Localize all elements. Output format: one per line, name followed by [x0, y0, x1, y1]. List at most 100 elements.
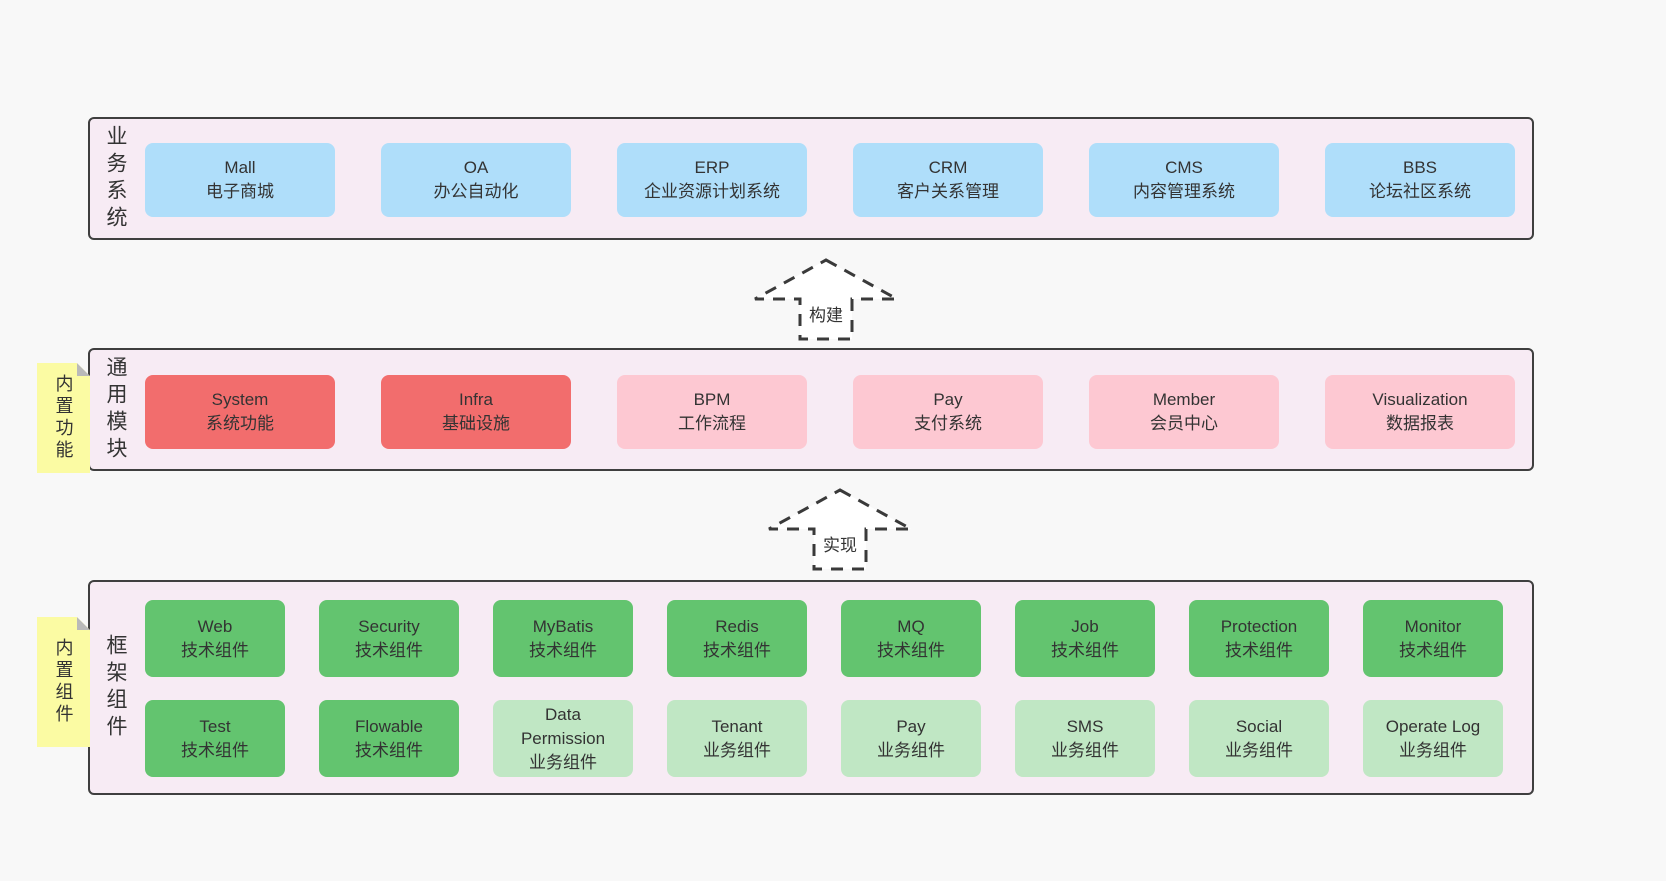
- box-subtitle: 办公自动化: [433, 182, 519, 201]
- arrow-up-icon: [768, 488, 912, 571]
- box-operate-log: Operate Log 业务组件: [1363, 700, 1503, 777]
- box-title: Job: [1071, 616, 1099, 636]
- box-subtitle: 系统功能: [206, 414, 274, 433]
- box-title: Security: [358, 616, 420, 636]
- box-subtitle: 技术组件: [181, 640, 249, 660]
- box-bbs: BBS 论坛社区系统: [1325, 143, 1515, 217]
- box-tenant: Tenant 业务组件: [667, 700, 807, 777]
- business-systems-row: Mall 电子商城 OA 办公自动化 ERP 企业资源计划系统 CRM 客户关系…: [145, 143, 1515, 217]
- box-title: Web: [197, 616, 233, 636]
- box-subtitle: 技术组件: [703, 640, 771, 660]
- box-bpm: BPM 工作流程: [617, 375, 807, 449]
- note-built-in-features: 内置功能: [37, 363, 90, 473]
- box-subtitle: 支付系统: [914, 414, 982, 433]
- box-subtitle: 电子商城: [206, 182, 274, 201]
- box-title: Operate Log: [1385, 716, 1481, 736]
- band-common-modules: 通用模块 System 系统功能 Infra 基础设施 BPM 工作流程 Pay…: [88, 348, 1534, 471]
- box-title: SMS: [1066, 716, 1104, 736]
- box-mq: MQ 技术组件: [841, 600, 981, 677]
- box-title: MQ: [897, 616, 925, 636]
- box-title: CMS: [1165, 158, 1203, 177]
- box-flowable: Flowable 技术组件: [319, 700, 459, 777]
- box-subtitle: 基础设施: [442, 414, 510, 433]
- box-pay-business: Pay 业务组件: [841, 700, 981, 777]
- note-built-in-components: 内置组件: [37, 617, 90, 747]
- box-system: System 系统功能: [145, 375, 335, 449]
- box-sms: SMS 业务组件: [1015, 700, 1155, 777]
- box-visualization: Visualization 数据报表: [1325, 375, 1515, 449]
- box-subtitle: 技术组件: [181, 740, 249, 760]
- box-subtitle: 内容管理系统: [1133, 182, 1235, 201]
- box-title: System: [211, 390, 269, 409]
- box-subtitle: 业务组件: [703, 740, 771, 760]
- box-subtitle: 企业资源计划系统: [644, 182, 780, 201]
- arrow-implement-label: 实现: [820, 531, 860, 556]
- box-subtitle: 论坛社区系统: [1369, 182, 1471, 201]
- box-title: Visualization: [1372, 390, 1468, 409]
- note-built-in-features-text: 内置功能: [53, 374, 74, 462]
- box-subtitle: 工作流程: [678, 414, 746, 433]
- box-subtitle: 业务组件: [529, 752, 597, 772]
- box-data-permission: Data Permission 业务组件: [493, 700, 633, 777]
- box-test: Test 技术组件: [145, 700, 285, 777]
- box-security: Security 技术组件: [319, 600, 459, 677]
- box-subtitle: 业务组件: [877, 740, 945, 760]
- box-subtitle: 技术组件: [529, 640, 597, 660]
- box-web: Web 技术组件: [145, 600, 285, 677]
- box-pay: Pay 支付系统: [853, 375, 1043, 449]
- box-subtitle: 技术组件: [1051, 640, 1119, 660]
- arrow-up-icon: [754, 258, 898, 341]
- box-subtitle: 技术组件: [1399, 640, 1467, 660]
- box-title: OA: [463, 158, 489, 177]
- box-subtitle: 业务组件: [1051, 740, 1119, 760]
- note-built-in-components-text: 内置组件: [53, 638, 74, 726]
- box-cms: CMS 内容管理系统: [1089, 143, 1279, 217]
- box-title: Test: [199, 716, 231, 736]
- box-title: Mall: [224, 158, 256, 177]
- box-social: Social 业务组件: [1189, 700, 1329, 777]
- box-job: Job 技术组件: [1015, 600, 1155, 677]
- band-business-systems-label: 业务系统: [104, 124, 127, 233]
- box-protection: Protection 技术组件: [1189, 600, 1329, 677]
- box-title: Flowable: [354, 716, 424, 736]
- box-subtitle: 业务组件: [1399, 740, 1467, 760]
- box-member: Member 会员中心: [1089, 375, 1279, 449]
- box-subtitle: 技术组件: [355, 740, 423, 760]
- box-subtitle: 数据报表: [1386, 414, 1454, 433]
- box-redis: Redis 技术组件: [667, 600, 807, 677]
- box-title: CRM: [928, 158, 968, 177]
- framework-components-row-1: Web 技术组件 Security 技术组件 MyBatis 技术组件 Redi…: [145, 600, 1503, 677]
- box-title: Pay: [933, 390, 963, 409]
- box-title: Tenant: [711, 716, 763, 736]
- box-subtitle: 业务组件: [1225, 740, 1293, 760]
- box-title: BPM: [693, 390, 731, 409]
- band-common-modules-label: 通用模块: [104, 355, 127, 464]
- box-subtitle: 客户关系管理: [897, 182, 999, 201]
- box-title: Infra: [458, 390, 494, 409]
- box-title: ERP: [694, 158, 730, 177]
- box-title: Member: [1152, 390, 1216, 409]
- box-subtitle: 技术组件: [1225, 640, 1293, 660]
- box-mybatis: MyBatis 技术组件: [493, 600, 633, 677]
- box-title: BBS: [1402, 158, 1438, 177]
- box-title: Pay: [896, 716, 926, 736]
- box-title: MyBatis: [532, 616, 594, 636]
- band-framework-components-label: 框架组件: [104, 633, 127, 742]
- box-erp: ERP 企业资源计划系统: [617, 143, 807, 217]
- box-subtitle: 技术组件: [877, 640, 945, 660]
- box-title: Data Permission: [520, 704, 606, 748]
- box-title: Protection: [1220, 616, 1298, 636]
- band-framework-components: 框架组件 Web 技术组件 Security 技术组件 MyBatis 技术组件…: [88, 580, 1534, 795]
- arrow-build-label: 构建: [806, 301, 846, 326]
- box-infra: Infra 基础设施: [381, 375, 571, 449]
- box-crm: CRM 客户关系管理: [853, 143, 1043, 217]
- framework-components-row-2: Test 技术组件 Flowable 技术组件 Data Permission …: [145, 700, 1503, 777]
- box-mall: Mall 电子商城: [145, 143, 335, 217]
- box-oa: OA 办公自动化: [381, 143, 571, 217]
- box-subtitle: 会员中心: [1150, 414, 1218, 433]
- box-subtitle: 技术组件: [355, 640, 423, 660]
- common-modules-row: System 系统功能 Infra 基础设施 BPM 工作流程 Pay 支付系统…: [145, 375, 1515, 449]
- band-business-systems: 业务系统 Mall 电子商城 OA 办公自动化 ERP 企业资源计划系统 CRM…: [88, 117, 1534, 240]
- box-title: Monitor: [1404, 616, 1462, 636]
- box-title: Social: [1235, 716, 1283, 736]
